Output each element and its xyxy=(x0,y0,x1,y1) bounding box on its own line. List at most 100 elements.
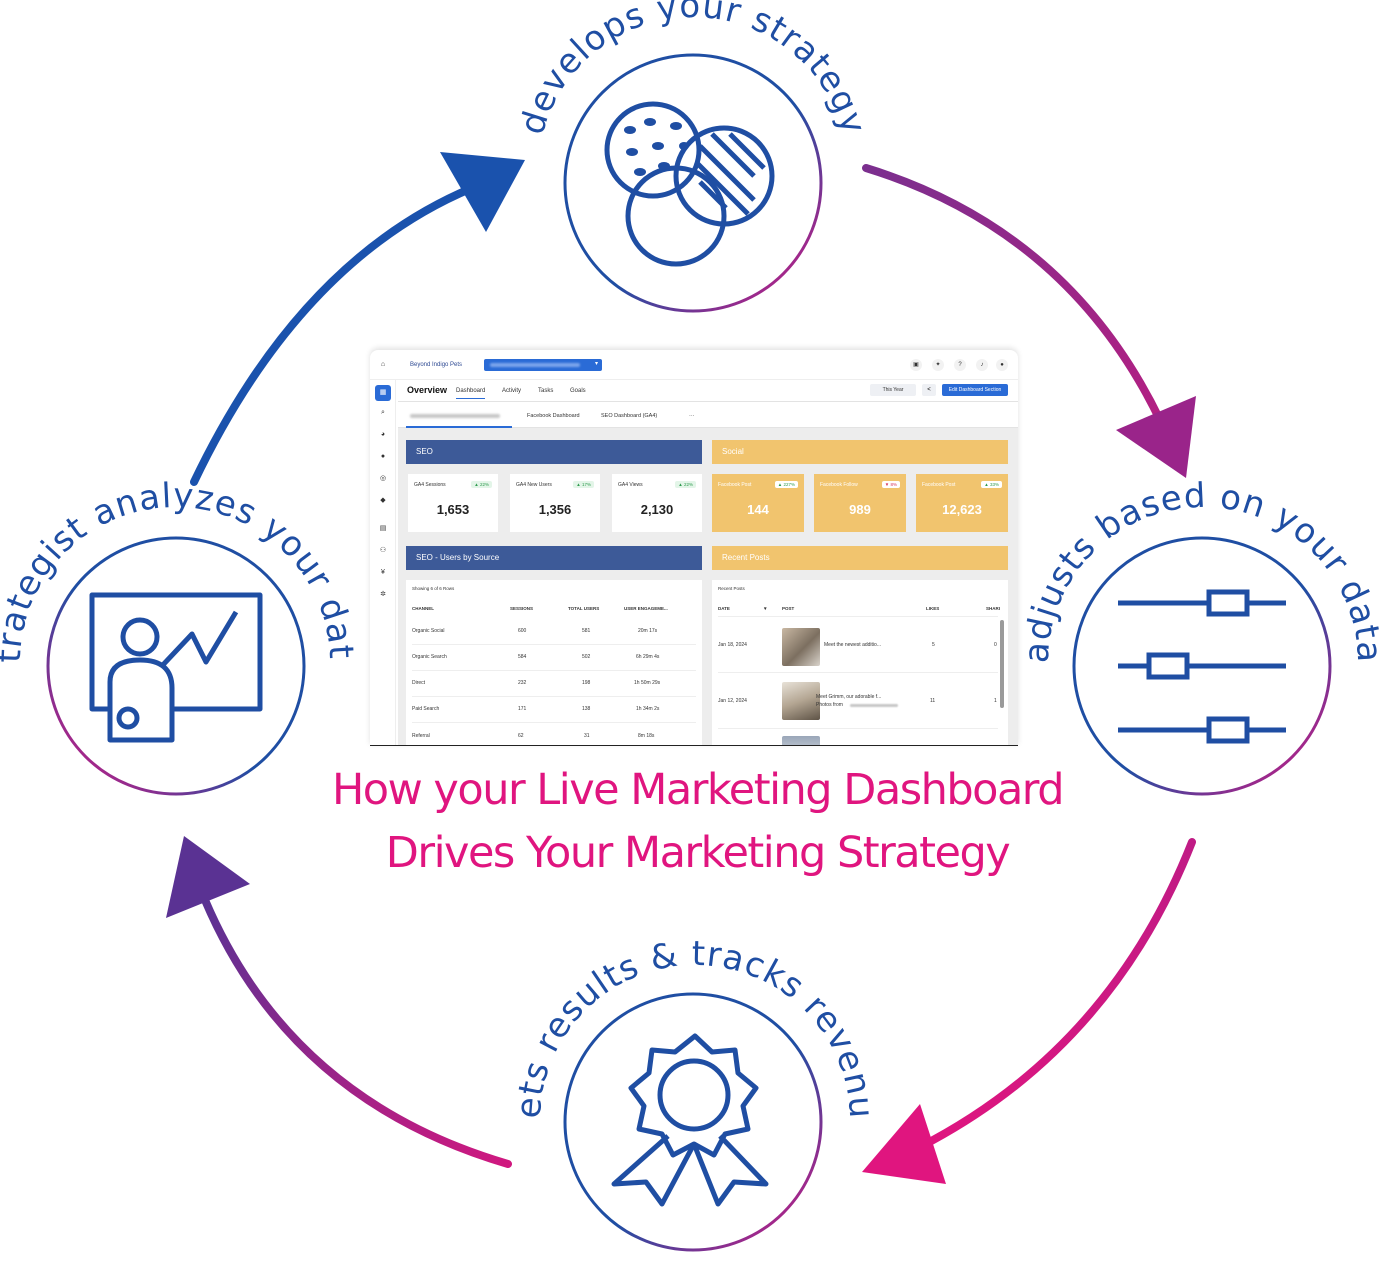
social-card-followers: Facebook Follow ▼ 8% 989 xyxy=(814,474,906,532)
users-icon[interactable]: ⚇ xyxy=(379,547,387,554)
bell-icon[interactable]: ♪ xyxy=(976,359,988,371)
card-value: 1,356 xyxy=(538,502,572,517)
subtab-seo[interactable]: SEO Dashboard (GA4) xyxy=(601,413,658,419)
post-thumbnail[interactable] xyxy=(782,682,820,720)
card-label: Facebook Follow xyxy=(820,482,858,488)
arrow-analyze-to-develop xyxy=(190,152,525,486)
table-cell: 171 xyxy=(518,706,527,712)
row-divider xyxy=(412,722,696,723)
presentation-board-icon xyxy=(89,592,263,743)
column-header[interactable]: USER ENGAGEME... xyxy=(624,606,668,611)
avatar[interactable]: ● xyxy=(996,359,1008,371)
card-value: 144 xyxy=(747,502,769,517)
subtab-more[interactable]: ··· xyxy=(689,413,695,419)
search-icon[interactable]: ⌕ xyxy=(381,409,385,416)
pin-icon[interactable]: ◆ xyxy=(380,497,386,504)
table-cell: Meet Grimm, our adorable f... xyxy=(816,694,882,700)
step-circle-analyze xyxy=(46,536,306,796)
column-header[interactable]: DATE xyxy=(718,606,730,611)
rocket-icon[interactable]: ✦ xyxy=(932,359,944,371)
row-divider xyxy=(718,672,998,673)
dashboard-topbar: ⌂ Beyond Indigo Pets ▾ ▣ ✦ ? ♪ ● xyxy=(370,350,1018,380)
table-cell: 62 xyxy=(518,733,524,739)
row-divider xyxy=(412,696,696,697)
help-icon[interactable]: ? xyxy=(954,359,966,371)
tab-tasks[interactable]: Tasks xyxy=(538,388,554,394)
seo-card-views: GA4 Views ▲ 22% 2,130 xyxy=(612,474,702,532)
table-cell: 5 xyxy=(932,642,935,648)
card-label: Facebook Post xyxy=(718,482,752,488)
dashboard-subtabs: Facebook Dashboard SEO Dashboard (GA4) ·… xyxy=(398,404,1018,428)
card-value: 1,653 xyxy=(436,502,470,517)
card-value: 2,130 xyxy=(640,502,674,517)
subtab-facebook[interactable]: Facebook Dashboard xyxy=(527,413,580,419)
period-button[interactable]: This Year xyxy=(870,384,916,396)
change-badge: ▲ 17% xyxy=(573,481,594,488)
recent-posts-table: Recent Posts DATE ▾ POST LIKES SHARI Jan… xyxy=(712,580,1008,745)
headline-line-2: Drives Your Marketing Strategy xyxy=(385,828,1011,878)
home-icon[interactable]: ⌂ xyxy=(380,361,386,368)
share-icon[interactable]: < xyxy=(922,384,936,396)
tab-goals[interactable]: Goals xyxy=(570,388,586,394)
table-cell: 20m 17s xyxy=(638,628,658,634)
post-thumbnail[interactable] xyxy=(782,628,820,666)
table-cell: 1h 34m 2s xyxy=(636,706,660,712)
chevron-down-icon: ▾ xyxy=(594,361,598,367)
table-cell: 600 xyxy=(518,628,527,634)
arrow-results-to-analyze xyxy=(166,836,512,1168)
globe-icon[interactable]: ◎ xyxy=(379,475,387,482)
column-header[interactable]: LIKES xyxy=(926,606,940,611)
table-cell: 6h 29m 4s xyxy=(636,654,660,660)
dollar-icon[interactable]: ¥ xyxy=(381,569,385,576)
column-header[interactable]: SHARI xyxy=(986,606,1001,611)
sliders-icon xyxy=(1118,589,1286,744)
tab-overview[interactable]: Overview xyxy=(407,385,448,395)
card-value: 989 xyxy=(849,502,871,517)
dashboard-screenshot: ⌂ Beyond Indigo Pets ▾ ▣ ✦ ? ♪ ● ▦ ⌕ ◕ ●… xyxy=(370,350,1018,746)
change-badge: ▲ 227% xyxy=(774,481,798,488)
dashboard-content: SEO Social GA4 Sessions ▲ 22% 1,653 GA4 … xyxy=(398,428,1018,745)
table-cell: Direct xyxy=(412,680,426,686)
tab-activity[interactable]: Activity xyxy=(502,388,522,394)
arrow-adjust-to-results xyxy=(862,838,1196,1184)
table-cell: 502 xyxy=(582,654,591,660)
post-thumbnail[interactable] xyxy=(782,736,820,745)
table-cell: Meet the newest additio... xyxy=(824,642,881,648)
change-badge: ▲ 22% xyxy=(675,481,696,488)
card-label: GA4 Sessions xyxy=(414,482,446,488)
column-header[interactable]: CHANNEL xyxy=(412,606,434,611)
table-cell: 31 xyxy=(584,733,590,739)
recent-posts-header: Recent Posts xyxy=(712,546,1008,570)
column-header[interactable]: TOTAL USERS xyxy=(568,606,600,611)
table-cell: 1 xyxy=(994,698,997,704)
document-icon[interactable]: ▤ xyxy=(379,525,387,532)
step-circle-results xyxy=(563,992,823,1252)
table-cell: 138 xyxy=(582,706,591,712)
card-label: GA4 Views xyxy=(618,482,643,488)
edit-dashboard-button[interactable]: Edit Dashboard Section xyxy=(942,384,1008,396)
change-badge: ▲ 33% xyxy=(981,481,1002,488)
seo-card-sessions: GA4 Sessions ▲ 22% 1,653 xyxy=(408,474,498,532)
column-header[interactable]: POST xyxy=(782,606,795,611)
seo-section-header: SEO xyxy=(406,440,702,464)
redacted-text xyxy=(850,704,898,707)
headline-line-1: How your Live Marketing Dashboard xyxy=(331,765,1065,815)
row-divider xyxy=(412,670,696,671)
subtab-redacted[interactable] xyxy=(410,414,500,418)
seo-card-new-users: GA4 New Users ▲ 17% 1,356 xyxy=(510,474,600,532)
image-icon[interactable]: ▣ xyxy=(910,359,922,371)
table-cell: Referral xyxy=(412,733,430,739)
table-cell: 11 xyxy=(930,698,936,704)
gear-icon[interactable]: ✲ xyxy=(380,591,386,598)
table-cell: 198 xyxy=(582,680,591,686)
grid-icon[interactable]: ▦ xyxy=(375,385,391,401)
table-cell: 8m 18s xyxy=(638,733,655,739)
sort-desc-icon[interactable]: ▾ xyxy=(764,606,767,612)
account-selector[interactable]: ▾ xyxy=(484,359,602,371)
scrollbar[interactable] xyxy=(1000,620,1004,708)
table-cell: 1h 50m 29s xyxy=(634,680,661,686)
chart-icon[interactable]: ◕ xyxy=(380,431,386,438)
column-header[interactable]: SESSIONS xyxy=(510,606,534,611)
tab-dashboard[interactable]: Dashboard xyxy=(456,388,486,399)
chat-icon[interactable]: ● xyxy=(380,453,386,460)
